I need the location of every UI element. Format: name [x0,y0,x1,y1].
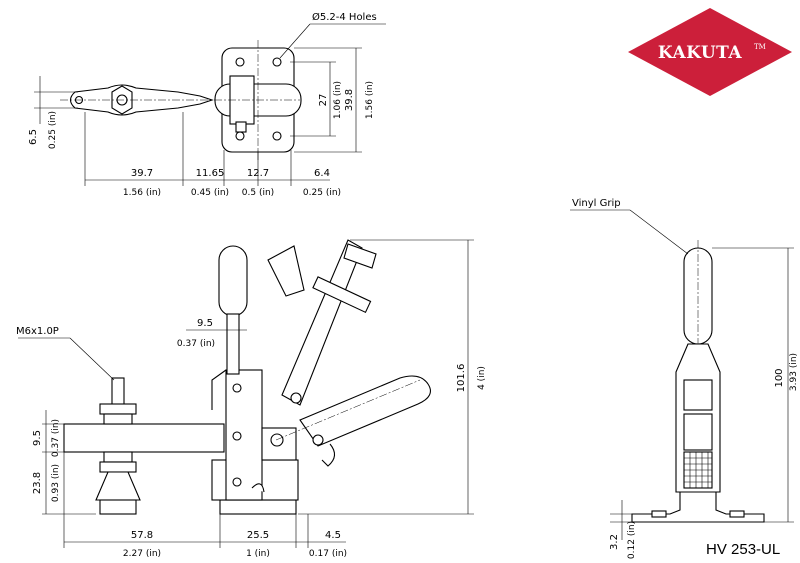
ghost-pin [290,392,302,404]
dim-101-6: 101.6 [456,364,467,393]
front-block [683,413,713,451]
side-bottom-washer [103,451,133,463]
dim-9-5-left-in: 0.37 (in) [51,419,61,457]
front-knurl-pattern [684,452,712,488]
front-slot-right [729,510,745,518]
dim-3-2-in: 0.12 (in) [627,521,637,559]
side-handle-grip [218,245,248,317]
top-hole-3 [235,131,245,141]
side-link [211,369,227,410]
side-handle-shaft [226,313,240,375]
dim-39-7-in: 1.56 (in) [123,188,161,198]
side-column [225,369,263,501]
front-slot-left [651,510,667,518]
ghost-spindle [312,276,372,314]
dim-25-5: 25.5 [247,530,269,541]
front-link [683,379,713,411]
side-tip-cap [99,499,137,515]
ghost-tip [267,245,305,297]
vinyl-grip-label: Vinyl Grip [572,198,621,209]
side-pin-2 [232,431,242,441]
kakuta-logo: KAKUTA TM [628,8,792,96]
dim-6-4-in: 0.25 (in) [303,188,341,198]
side-bottom-nut [99,461,137,473]
dim-6-5-in: 0.25 (in) [48,111,58,149]
front-view: Vinyl Grip 100 3.93 (in) 3.2 0.12 (in) [570,198,799,559]
dim-4-5: 4.5 [325,530,341,541]
top-hole-2 [272,57,282,67]
side-pivot-pin [270,433,284,447]
thread-label: M6x1.0P [16,326,59,337]
top-pivot [235,121,247,133]
dim-23-8-in: 0.93 (in) [51,464,61,502]
side-hook [251,483,265,493]
dim-4-5-in: 0.17 (in) [309,549,347,559]
side-rubber-tip [95,471,141,501]
side-top-nut [99,403,137,415]
dim-3-2: 3.2 [609,534,620,550]
logo-text: KAKUTA [658,43,742,63]
dim-11-65-in: 0.45 (in) [191,188,229,198]
top-hole-1 [235,57,245,67]
dim-57-8: 57.8 [131,530,153,541]
dim-27: 27 [318,94,329,107]
ghost-nut [343,243,377,269]
dim-11-65: 11.65 [196,168,225,179]
dim-12-7: 12.7 [247,168,269,179]
side-arm [63,423,225,453]
dim-6-4: 6.4 [314,168,330,179]
side-pin-3 [232,477,242,487]
holes-label: Ø5.2-4 Holes [312,11,377,23]
dim-25-5-in: 1 (in) [246,549,270,559]
dim-23-8: 23.8 [32,472,43,494]
side-top-washer [103,413,133,425]
side-pin-1 [232,383,242,393]
ghost-hook [321,443,336,467]
dim-12-7-in: 0.5 (in) [242,188,274,198]
side-view: M6x1.0P 9.5 0.37 (in) 9.5 0.37 (in) 23.8… [16,239,487,559]
dim-27-in: 1.06 (in) [333,81,343,119]
top-view: Ø5.2-4 Holes 27 1.06 (in) 39.8 1.56 (in)… [28,11,386,198]
dim-39-8-in: 1.56 (in) [365,81,375,119]
model-label: HV 253-UL [706,541,780,558]
dim-100: 100 [774,368,785,387]
dim-101-6-in: 4 (in) [477,366,487,390]
dim-9-5-top: 9.5 [197,318,213,329]
dim-9-5-left: 9.5 [32,430,43,446]
dim-6-5: 6.5 [28,129,39,145]
dim-100-in: 3.93 (in) [789,353,799,391]
logo-tm: TM [754,43,766,51]
dim-57-8-in: 2.27 (in) [123,549,161,559]
top-hole-4 [272,131,282,141]
ghost-handle [299,375,431,447]
side-base [219,499,297,515]
dim-39-7: 39.7 [131,168,153,179]
logo-diamond [628,8,792,96]
dim-39-8: 39.8 [344,89,355,111]
ghost-handle-pin [312,434,324,446]
dim-9-5-top-in: 0.37 (in) [177,339,215,349]
side-spindle-top [111,377,125,407]
